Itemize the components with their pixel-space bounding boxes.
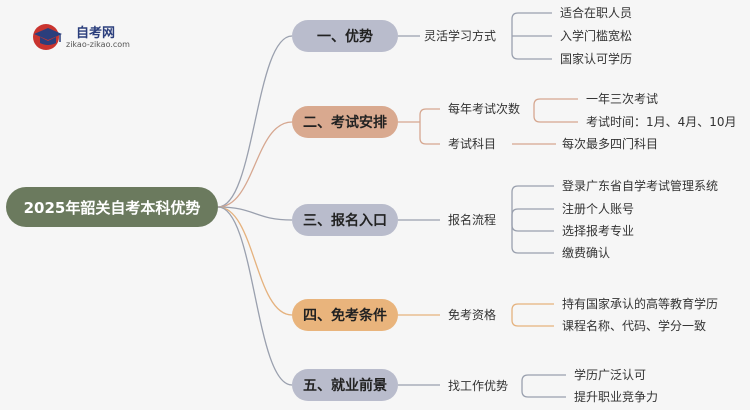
category-exam-schedule: 二、考试安排 [292, 106, 398, 138]
connector-line [419, 108, 440, 122]
category-exemption: 四、免考条件 [292, 299, 398, 331]
connector-line [533, 98, 578, 109]
leaf-item: 提升职业竞争力 [574, 390, 659, 404]
connector-line [511, 303, 554, 315]
subtopic-registration-process: 报名流程 [448, 213, 497, 227]
connector-line [511, 36, 552, 60]
connector-line [533, 109, 578, 123]
category-registration: 三、报名入口 [292, 204, 398, 236]
connector-line [511, 220, 554, 254]
connector-line [217, 35, 293, 208]
connector-line [511, 220, 554, 232]
connector-line [217, 206, 293, 386]
leaf-item: 一年三次考试 [586, 92, 659, 106]
logo-subtitle: zikao-zikao.com [66, 40, 130, 49]
connector-line [419, 122, 440, 145]
connector-line [521, 385, 566, 398]
connector-line [521, 374, 566, 385]
leaf-item: 持有国家承认的高等教育学历 [562, 297, 719, 311]
leaf-item: 学历广泛认可 [574, 368, 647, 382]
connector-line [511, 208, 554, 220]
leaf-item: 课程名称、代码、学分一致 [562, 319, 707, 333]
leaf-item: 登录广东省自学考试管理系统 [562, 179, 719, 193]
leaf-item: 入学门槛宽松 [560, 29, 633, 43]
subtopic-exemption-eligibility: 免考资格 [448, 308, 497, 322]
connector-line [217, 206, 293, 221]
subtopic-job-advantage: 找工作优势 [448, 379, 509, 393]
graduation-cap-icon [33, 24, 62, 50]
leaf-item: 选择报考专业 [562, 224, 635, 238]
connector-line [217, 121, 293, 208]
leaf-item: 每次最多四门科目 [562, 137, 659, 151]
subtopic-exam-subjects: 考试科目 [448, 137, 497, 151]
root-node: 2025年韶关自考本科优势 [6, 187, 218, 227]
category-advantages: 一、优势 [292, 20, 398, 52]
leaf-item: 注册个人账号 [562, 202, 635, 216]
leaf-item: 缴费确认 [562, 246, 611, 260]
leaf-item: 适合在职人员 [560, 6, 633, 20]
connector-line [511, 315, 554, 327]
category-career: 五、就业前景 [292, 369, 398, 401]
connector-line [511, 12, 552, 36]
connector-line [217, 206, 293, 316]
leaf-item: 考试时间：1月、4月、10月 [586, 115, 737, 129]
subtopic-flexible-learning: 灵活学习方式 [424, 29, 497, 43]
connector-line [511, 185, 554, 220]
logo-title: 自考网 [76, 26, 116, 41]
subtopic-exams-per-year: 每年考试次数 [448, 102, 521, 116]
leaf-item: 国家认可学历 [560, 52, 633, 66]
